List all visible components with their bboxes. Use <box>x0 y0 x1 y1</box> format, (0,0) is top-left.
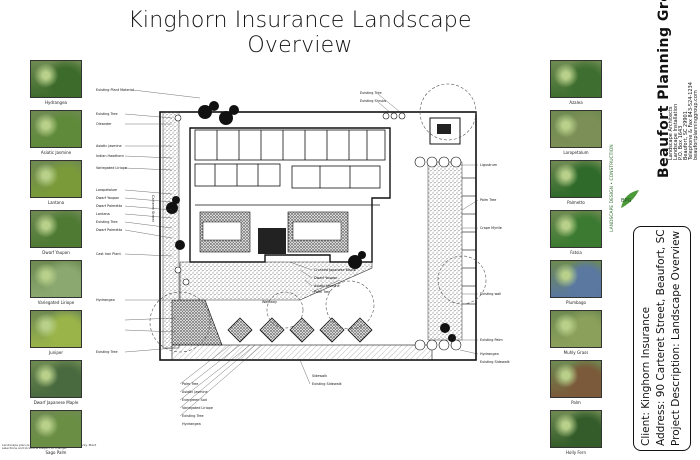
plant-photo <box>550 310 602 348</box>
plan-label: Loropetalum <box>96 188 118 192</box>
plant-caption: Sago Palm <box>45 450 67 455</box>
plant-photo <box>550 260 602 298</box>
plant-photo <box>30 160 82 198</box>
plan-label: Existing Tree <box>96 220 118 224</box>
plant-caption: Holly Fern <box>566 450 586 455</box>
plan-label: Existing Tree <box>182 414 204 418</box>
plant-photo <box>30 210 82 248</box>
plant-photo <box>30 360 82 398</box>
plan-label: Crushed Japanese Maple <box>314 268 356 272</box>
plan-label: Crape Myrtle <box>480 226 502 230</box>
plan-label: Indian Hawthorn <box>96 154 124 158</box>
plant-photo <box>30 310 82 348</box>
client-info-box <box>633 226 691 451</box>
plant-photo <box>550 360 602 398</box>
plan-label: Palm Tree <box>480 198 497 202</box>
plan-label: Dwarf Yaupon <box>96 196 120 200</box>
plant-photo <box>30 60 82 98</box>
firm-tagline: LANDSCAPE DESIGN • CONSTRUCTION <box>610 144 615 232</box>
plant-caption: Lantana <box>47 200 65 205</box>
diamond-planters <box>227 317 373 343</box>
plan-label: Hydrangea <box>182 422 201 426</box>
plant-photo <box>30 110 82 148</box>
right-parking-stalls <box>462 177 476 305</box>
firm-logo: BPG <box>617 186 641 210</box>
plant-caption: Juniper <box>48 350 63 355</box>
front-walkway <box>179 261 373 301</box>
plan-label: Walkway <box>262 300 277 304</box>
plan-label: Variegated Liriope <box>182 406 213 410</box>
plan-label: Existing wall <box>480 292 502 296</box>
plant-photo <box>550 110 602 148</box>
left-planting-bed <box>162 111 180 349</box>
plant-photo <box>550 410 602 448</box>
plan-label: Existing Sidewalk <box>480 360 510 364</box>
lower-left-bed <box>171 299 223 346</box>
plan-label: Dwarf Palmetto <box>96 228 123 232</box>
plant-caption: Dwarf Yaupon <box>42 250 70 255</box>
plan-label: Asiatic Jasmine <box>314 284 340 288</box>
plan-label: Existing Plant Material <box>96 88 134 92</box>
plant-photo <box>550 60 602 98</box>
plant-caption: Hydrangea <box>45 100 67 105</box>
plant-caption: Fatsia <box>570 250 582 255</box>
plan-label: Existing Shrubs <box>360 99 387 103</box>
plan-label: Existing Tree <box>96 350 118 354</box>
firm-contact-line: beaufortplanninggroup.com <box>693 90 699 160</box>
plan-label: Hydrangea <box>480 352 499 356</box>
plan-label: Cast Iron Plant <box>96 252 121 256</box>
plan-label: Lantana <box>96 212 110 216</box>
svg-text:BPG: BPG <box>621 198 631 204</box>
plant-photo <box>30 410 82 448</box>
right-planting-strip <box>427 161 463 341</box>
plant-caption: Palm <box>571 400 581 405</box>
leader-lines <box>124 89 479 417</box>
plant-caption: Azalea <box>569 100 583 105</box>
plan-label: Variegated Liriope <box>96 166 127 170</box>
street-label: Carteret Street <box>151 195 155 222</box>
plant-photo <box>30 260 82 298</box>
plant-caption: Dwarf Japanese Maple <box>33 400 79 405</box>
plan-label: Palm Tree <box>182 382 199 386</box>
client-name: Client: Kinghorn Insurance <box>640 306 652 446</box>
plant-caption: Palmetto <box>567 200 585 205</box>
plant-photo <box>550 210 602 248</box>
plan-label: Hydrangea <box>96 298 115 302</box>
plan-label: Ligustrum <box>480 163 498 167</box>
bottom-sidewalk <box>171 344 433 361</box>
plant-caption: Variegated Liriope <box>37 300 75 305</box>
plant-caption: Plumbago <box>566 300 586 305</box>
client-address: Address: 90 Carteret Street, Beaufort, S… <box>655 229 667 446</box>
courtyard-entry <box>258 228 286 254</box>
parking-stalls-top <box>194 129 386 161</box>
right-shrub-row <box>414 156 462 351</box>
tree-canopies <box>149 83 487 353</box>
plan-label: Existing Tree <box>360 91 382 95</box>
project-description: Project Description: Landscape Overview <box>670 230 682 446</box>
plan-label: Palm Tree <box>314 290 331 294</box>
plan-label: Dwarf Yaupon <box>314 276 338 280</box>
page-title: Kinghorn Insurance Landscape Overview <box>128 8 472 58</box>
plant-caption: Muhly Grass <box>563 350 589 355</box>
plan-label: Existing Palm <box>480 338 503 342</box>
plan-label: Evergreen Sod <box>182 398 207 402</box>
plan-label: Asiatic Jasmine <box>182 390 208 394</box>
plan-label: Existing Tree <box>96 112 118 116</box>
plant-photo <box>550 160 602 198</box>
plan-label: Sidewalk <box>312 374 328 378</box>
plant-caption: Asiatic Jasmine <box>40 150 72 155</box>
plan-label: Asiatic Jasmine <box>96 144 122 148</box>
plan-label: Oleander <box>96 122 112 126</box>
plant-caption: Loropetalum <box>563 150 589 155</box>
plan-label: Dwarf Palmetto <box>96 204 123 208</box>
plan-label: Existing Sidewalk <box>312 382 342 386</box>
interior-rooms <box>194 163 381 206</box>
dark-trees <box>166 101 456 342</box>
small-shrubs <box>174 112 406 286</box>
